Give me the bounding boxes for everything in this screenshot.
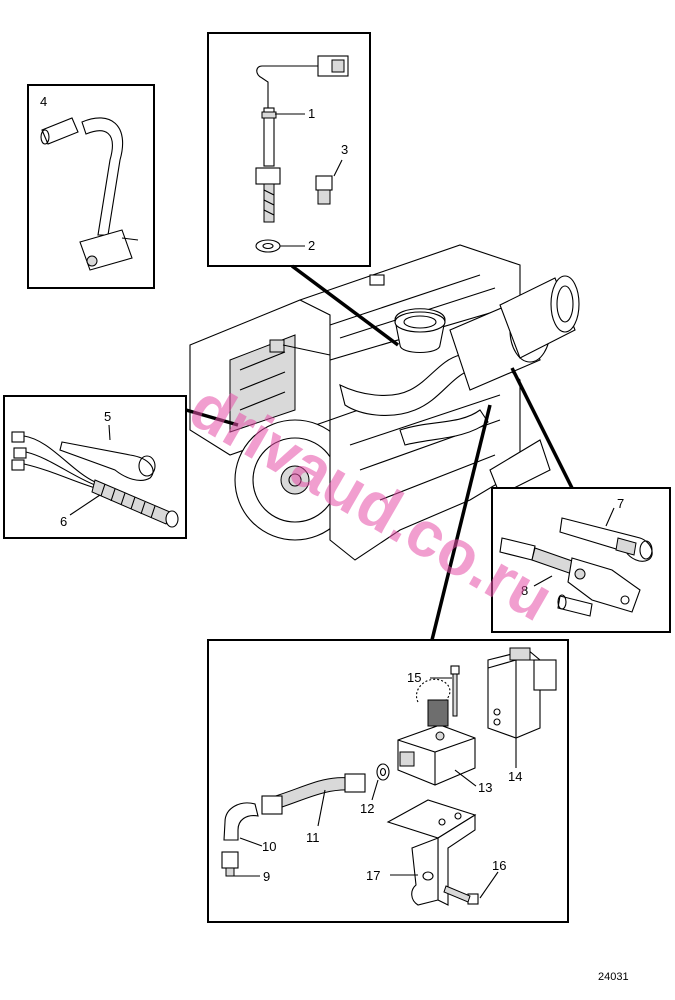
callout-5: 5 <box>104 409 111 424</box>
callout-9: 9 <box>263 869 270 884</box>
callout-12: 12 <box>360 801 374 816</box>
engine-illustration <box>189 244 580 561</box>
callout-2: 2 <box>308 238 315 253</box>
callout-11: 11 <box>306 830 320 845</box>
callout-15: 15 <box>407 670 421 685</box>
callout-16: 16 <box>492 858 506 873</box>
callout-8: 8 <box>521 583 528 598</box>
cable-harness-drawing <box>11 431 179 528</box>
callout-13: 13 <box>478 780 492 795</box>
callout-10: 10 <box>262 839 276 854</box>
hose-assembly-drawing <box>40 117 139 271</box>
sensor-assembly-drawing <box>255 55 349 253</box>
pointer-box-bracket <box>430 404 492 641</box>
callout-6: 6 <box>60 514 67 529</box>
callout-3: 3 <box>341 142 348 157</box>
callout-17: 17 <box>366 868 380 883</box>
callout-7: 7 <box>617 496 624 511</box>
callout-1: 1 <box>308 106 315 121</box>
pointer-box-valve <box>510 367 574 489</box>
callout-14: 14 <box>508 769 522 784</box>
figure-number: 24031 <box>598 971 629 983</box>
pointer-box-cable <box>185 408 239 427</box>
callout-4: 4 <box>40 94 47 109</box>
valve-assembly-drawing <box>499 517 653 617</box>
pointer-box-sensor <box>290 264 400 347</box>
